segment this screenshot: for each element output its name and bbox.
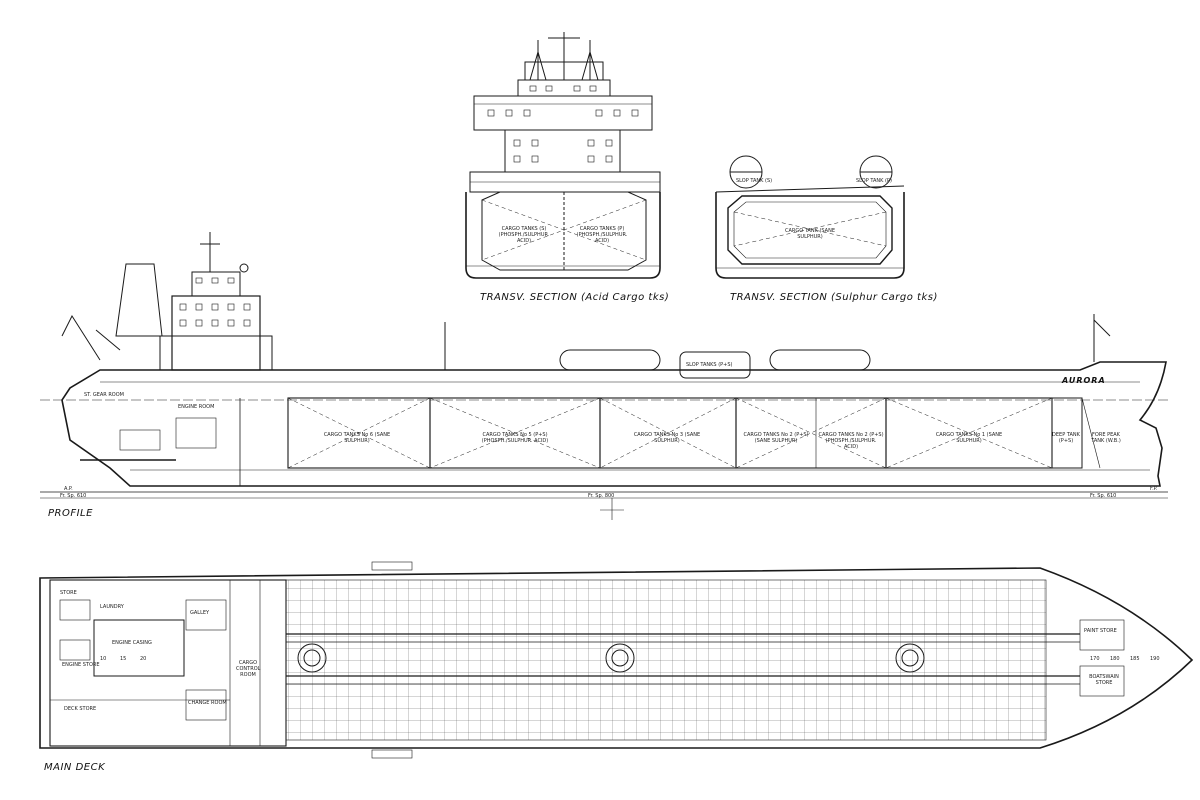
slop-tank-s-label: SLOP TANK (S) xyxy=(736,178,773,184)
section-sulphur-title: TRANSV. SECTION (Sulphur Cargo tks) xyxy=(730,292,938,303)
cargo-tanks-6-label: CARGO TANKS No 6 (SANE SULPHUR) xyxy=(323,432,391,444)
frame-number: 180 xyxy=(1110,656,1120,662)
galley-label: GALLEY xyxy=(190,610,210,616)
cargo-tanks-2b-label: CARGO TANKS No 2 (P+S) (PHOSPH./SULPHUR.… xyxy=(818,432,884,450)
frame-number: 185 xyxy=(1130,656,1140,662)
ship-name: AURORA xyxy=(1062,376,1106,385)
section-acid-title: TRANSV. SECTION (Acid Cargo tks) xyxy=(480,292,670,303)
fp-mark: F.P. xyxy=(1150,486,1158,492)
laundry-label: LAUNDRY xyxy=(100,604,124,610)
engine-room-label: ENGINE ROOM xyxy=(178,404,215,410)
section-acid-left-tank-label: CARGO TANKS (S) (PHOSPH./SULPHUR. ACID) xyxy=(498,226,550,244)
main-deck-view xyxy=(39,561,1194,759)
steering-gear-room-label: ST. GEAR ROOM xyxy=(84,392,124,398)
ccr-label: CARGO CONTROL ROOM xyxy=(236,660,261,678)
slop-tank-p-label: SLOP TANK (P) xyxy=(856,178,892,184)
engine-casing-label: ENGINE CASING xyxy=(112,640,152,646)
cargo-tanks-3-label: CARGO TANKS No 3 (SANE SULPHUR) xyxy=(633,432,701,444)
frame-spacing-aft: Fr. Sp. 610 xyxy=(60,493,87,499)
section-sulphur-tank-label: CARGO TANK (SANE SULPHUR) xyxy=(784,228,836,240)
main-deck-title: MAIN DECK xyxy=(44,762,106,773)
frame-spacing-fwd: Fr. Sp. 610 xyxy=(1090,493,1117,499)
deck-store-label-top: STORE xyxy=(60,590,77,596)
frame-spacing-mid: Fr. Sp. 800 xyxy=(588,493,615,499)
ap-mark: A.P. xyxy=(64,486,73,492)
change-room-label: CHANGE ROOM xyxy=(188,700,227,706)
frame-number: 170 xyxy=(1090,656,1100,662)
cargo-tanks-2-label: CARGO TANKS No 2 (P+S) (SANE SULPHUR) xyxy=(743,432,809,444)
cargo-tanks-1-label: CARGO TANKS No 1 (SANE SULPHUR) xyxy=(935,432,1003,444)
transverse-section-sulphur xyxy=(715,155,905,279)
profile-view xyxy=(40,232,1170,520)
paint-store-label: PAINT STORE xyxy=(1084,628,1117,634)
frame-number: 15 xyxy=(120,656,127,662)
deck-store-label: DECK STORE xyxy=(64,706,97,712)
cargo-tanks-5-label: CARGO TANKS No 5 (P+S) (PHOSPH./SULPHUR.… xyxy=(481,432,549,444)
frame-number: 190 xyxy=(1150,656,1160,662)
fore-peak-label: FORE PEAK TANK (W.B.) xyxy=(1091,432,1121,444)
deep-tank-label: DEEP TANK (P+S) xyxy=(1052,432,1080,444)
section-acid-right-tank-label: CARGO TANKS (P) (PHOSPH./SULPHUR. ACID) xyxy=(576,226,628,244)
bosun-store-label: BOATSWAIN STORE xyxy=(1089,674,1119,686)
frame-number: 20 xyxy=(140,656,147,662)
transverse-section-acid xyxy=(465,32,661,279)
slop-tanks-label: SLOP TANKS (P+S) xyxy=(686,362,733,368)
frame-number: 10 xyxy=(100,656,107,662)
engine-store-label: ENGINE STORE xyxy=(62,662,100,668)
profile-title: PROFILE xyxy=(48,508,93,519)
